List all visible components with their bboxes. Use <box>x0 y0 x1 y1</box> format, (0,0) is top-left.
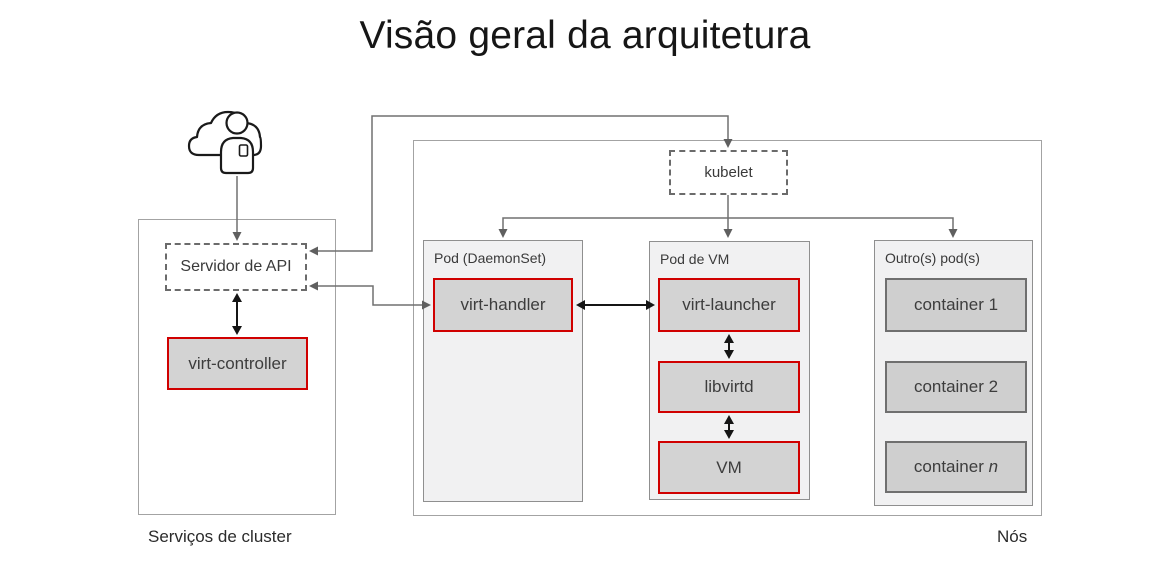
vm-label: VM <box>716 457 742 477</box>
libvirtd-node: libvirtd <box>658 361 800 413</box>
libvirtd-label: libvirtd <box>704 377 754 396</box>
page-title: Visão geral da arquitetura <box>359 14 811 57</box>
virt-controller-label: virt-controller <box>188 353 287 373</box>
virt-handler-label: virt-handler <box>460 295 546 314</box>
container-2-node: container 2 <box>885 361 1027 413</box>
virt-controller-node: virt-controller <box>167 337 308 390</box>
nodes-label: Nós <box>997 527 1028 546</box>
pod-vm-title: Pod de VM <box>660 251 730 267</box>
virt-handler-node: virt-handler <box>433 278 573 332</box>
container-n-node: container n <box>885 441 1027 493</box>
kubelet-node: kubelet <box>669 150 788 195</box>
kubelet-label: kubelet <box>704 164 753 181</box>
cluster-services-label: Serviços de cluster <box>148 527 292 546</box>
api-server-node: Servidor de API <box>165 243 307 291</box>
container-2-label: container 2 <box>913 377 999 396</box>
vm-node: VM <box>658 441 800 494</box>
virt-launcher-node: virt-launcher <box>658 278 800 332</box>
pod-others-title: Outro(s) pod(s) <box>885 250 980 266</box>
user-badge <box>238 144 249 157</box>
virt-launcher-label: virt-launcher <box>682 295 776 314</box>
pod-daemonset-title: Pod (DaemonSet) <box>434 250 547 266</box>
cloud-user-icon <box>187 110 263 175</box>
container-n-label: container n <box>913 457 999 476</box>
container-1-node: container 1 <box>885 278 1027 332</box>
user-body <box>219 136 255 175</box>
user-head <box>225 111 249 135</box>
api-server-label: Servidor de API <box>180 258 292 275</box>
container-1-label: container 1 <box>913 295 999 314</box>
